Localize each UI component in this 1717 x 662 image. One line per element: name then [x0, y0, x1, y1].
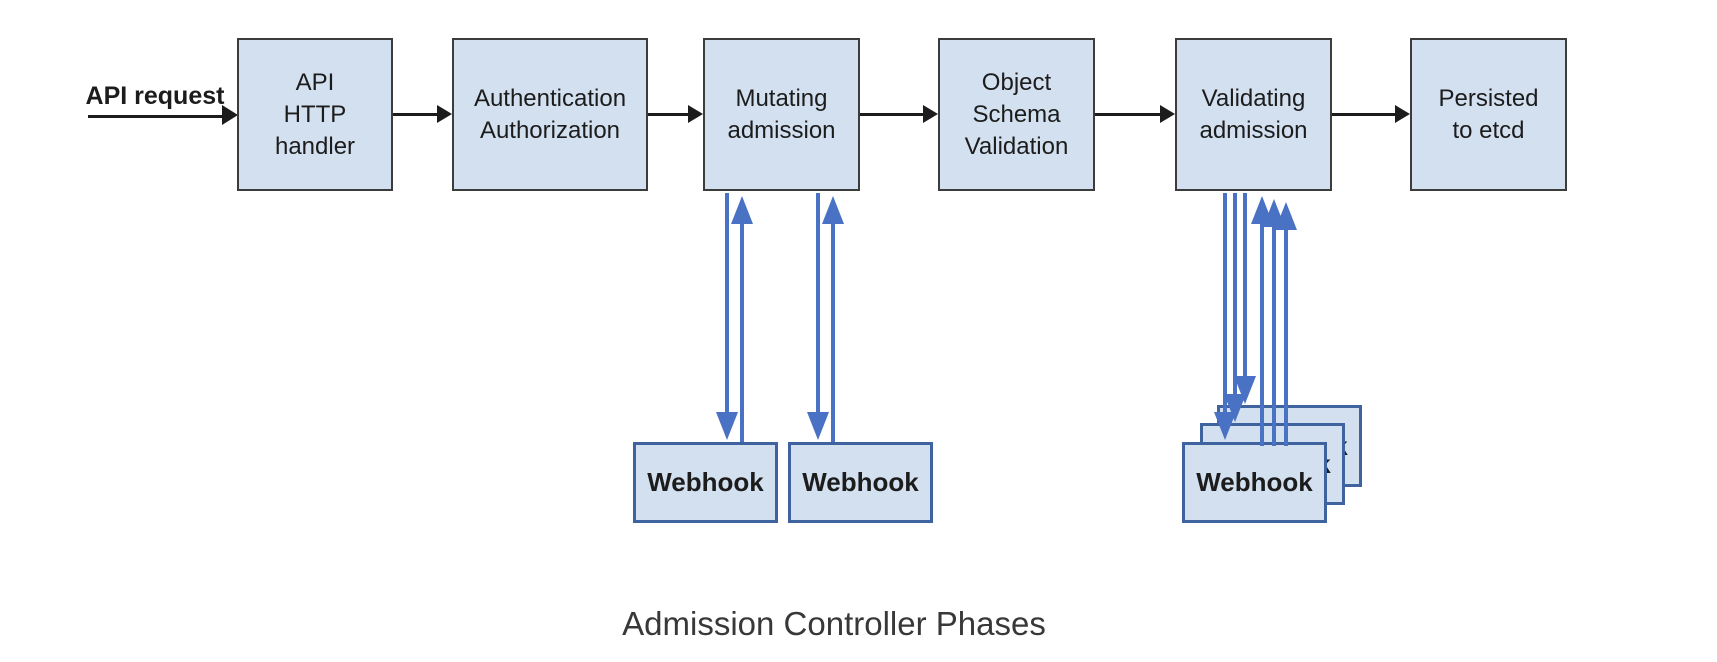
phase-box-api-http-handler: API HTTP handler [237, 38, 393, 191]
flow-arrow-line-2 [648, 113, 690, 116]
phase-box-validating-admission: Validating admission [1175, 38, 1332, 191]
flow-arrowhead-icon-4 [1160, 105, 1175, 123]
flow-arrowhead-icon-3 [923, 105, 938, 123]
mutating-webhook2-call-line [816, 193, 820, 412]
webhook-box-mutating-2: Webhook [788, 442, 933, 523]
flow-arrowhead-icon-5 [1395, 105, 1410, 123]
mutating-webhook1-call-line [725, 193, 729, 412]
validating-webhook-call-line-1 [1223, 193, 1227, 412]
mutating-webhook1-return-arrowhead-icon [731, 196, 753, 224]
mutating-webhook1-return-line [740, 224, 744, 442]
phase-box-authentication-authorization: Authentication Authorization [452, 38, 648, 191]
flow-arrowhead-icon-1 [437, 105, 452, 123]
webhook-box-validating-front: Webhook [1182, 442, 1327, 523]
mutating-webhook2-return-arrowhead-icon [822, 196, 844, 224]
api-request-arrow-line [88, 115, 224, 118]
flow-arrow-line-5 [1332, 113, 1397, 116]
validating-webhook-return-arrowhead-icon-3 [1275, 202, 1297, 230]
diagram-caption: Admission Controller Phases [622, 605, 1046, 642]
flow-arrow-line-3 [860, 113, 925, 116]
phase-box-persisted-to-etcd: Persisted to etcd [1410, 38, 1567, 191]
phase-box-mutating-admission: Mutating admission [703, 38, 860, 191]
flow-arrowhead-icon-2 [688, 105, 703, 123]
phase-box-object-schema-validation: Object Schema Validation [938, 38, 1095, 191]
mutating-webhook1-call-arrowhead-icon [716, 412, 738, 440]
mutating-webhook2-call-arrowhead-icon [807, 412, 829, 440]
flow-arrow-line-1 [393, 113, 438, 116]
api-request-arrowhead-icon [222, 105, 238, 125]
validating-webhook-return-line-1 [1260, 224, 1264, 446]
webhook-box-mutating-1: Webhook [633, 442, 778, 523]
validating-webhook-call-arrowhead-icon-3 [1234, 376, 1256, 404]
validating-webhook-return-line-3 [1284, 230, 1288, 446]
flow-arrow-line-4 [1095, 113, 1162, 116]
mutating-webhook2-return-line [831, 224, 835, 442]
api-request-label: API request [85, 82, 225, 110]
validating-webhook-call-line-2 [1233, 193, 1237, 394]
validating-webhook-return-line-2 [1272, 227, 1276, 446]
validating-webhook-call-line-3 [1243, 193, 1247, 376]
